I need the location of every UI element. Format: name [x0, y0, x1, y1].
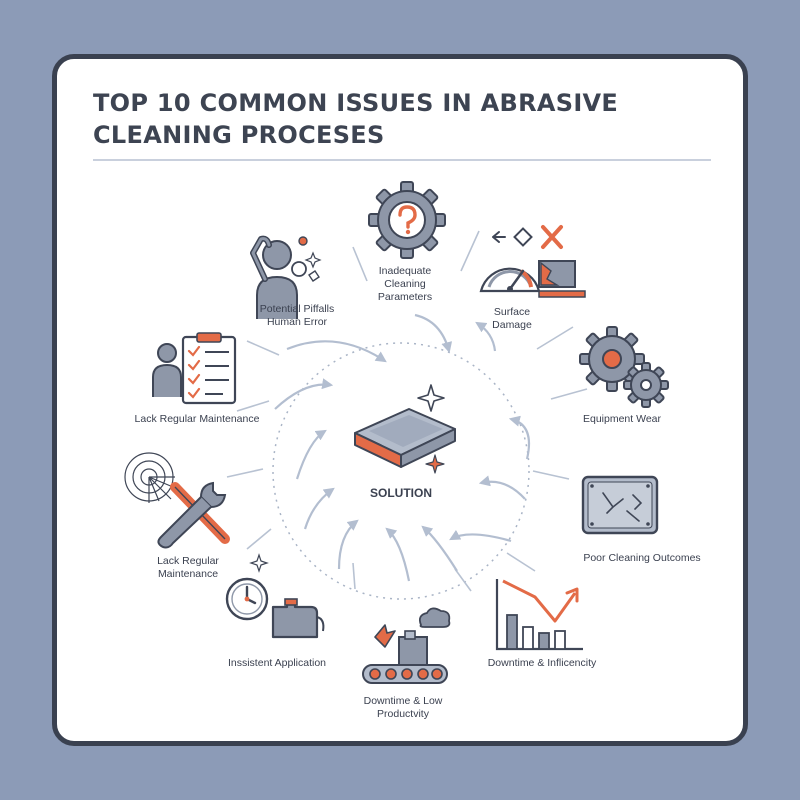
- issues-diagram: [124, 181, 669, 684]
- issue-label-4: Poor Cleaning Outcomes: [583, 552, 701, 564]
- center-solution-label: SOLUTION: [370, 486, 432, 500]
- inward-arrows: [274, 313, 531, 582]
- metal-plate-sparkle-icon: [354, 384, 456, 474]
- issue-label-7: Inssistent Application: [227, 657, 327, 669]
- clock-container-icon: [225, 577, 325, 639]
- issue-label-8: Lack Regular Maintenance: [157, 555, 219, 580]
- gear-question-icon: [368, 181, 446, 259]
- infographic-card: TOP 10 COMMON ISSUES IN ABRASIVE CLEANIN…: [52, 54, 748, 746]
- issue-label-1: Inadequate Cleaning Parameters: [377, 265, 433, 303]
- issue-label-6: Downtime & Low Productvity: [363, 695, 443, 720]
- title-divider: [93, 159, 711, 161]
- issue-label-9: Lack Regular Maintenance: [134, 413, 260, 425]
- page-title: TOP 10 COMMON ISSUES IN ABRASIVE CLEANIN…: [93, 89, 619, 149]
- gauge-damage-icon: [479, 225, 586, 298]
- radial-spokes: [226, 230, 588, 592]
- center-dotted-ring: [272, 342, 530, 600]
- issue-label-10: Potential Piffalls Human Error: [259, 303, 335, 328]
- issue-label-5: Downtime & Inflicencity: [487, 657, 597, 669]
- scratched-plate-icon: [581, 475, 659, 535]
- issue-label-2: Surface Damage: [492, 306, 532, 331]
- gears-wear-icon: [579, 326, 669, 408]
- confused-worker-icon: [250, 235, 322, 319]
- conveyor-factory-icon: [362, 607, 451, 684]
- checklist-worker-icon: [152, 332, 237, 405]
- wrench-cobweb-icon: [124, 452, 269, 573]
- issue-label-3: Equipment Wear: [582, 413, 661, 425]
- declining-chart-icon: [495, 579, 583, 651]
